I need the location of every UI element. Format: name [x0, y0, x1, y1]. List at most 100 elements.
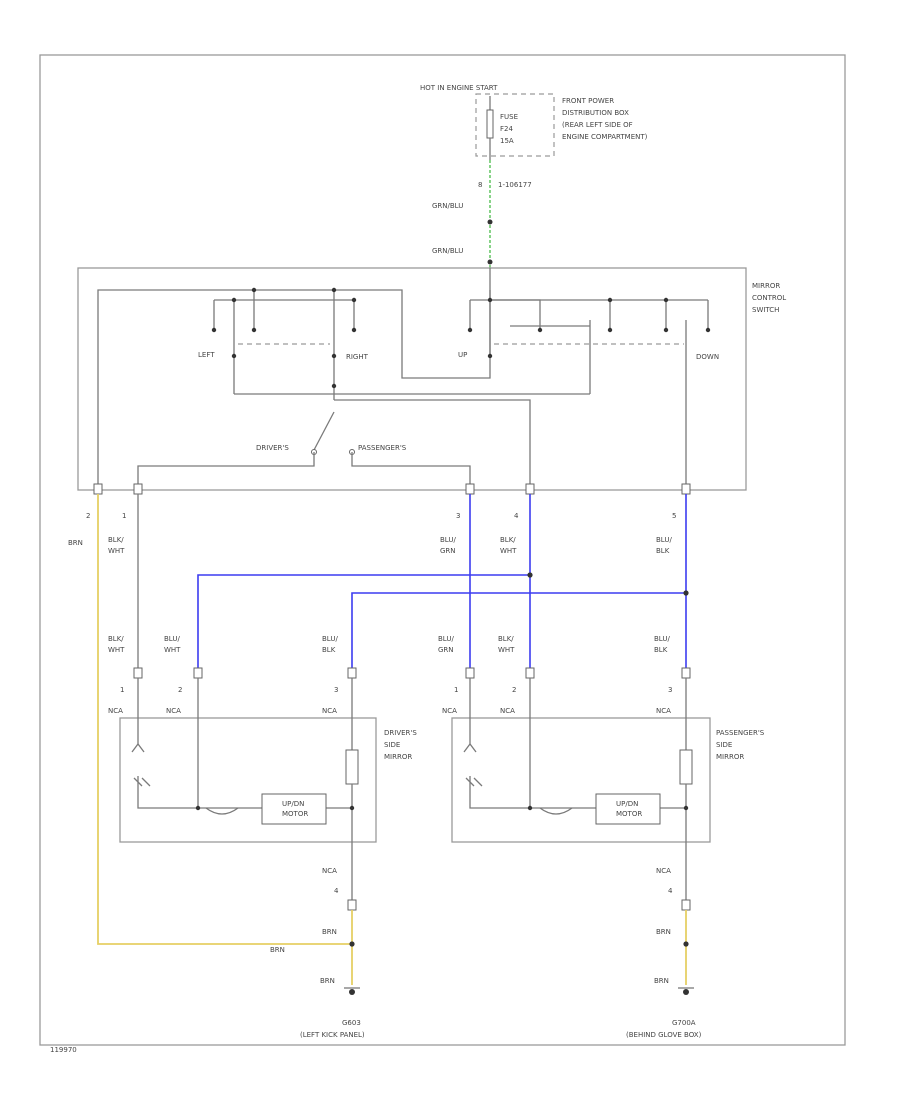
- dm-motor-box: [261, 793, 327, 825]
- dm-in1-pin: 1: [120, 686, 124, 694]
- pm-ground-conn: NCA: [656, 867, 671, 875]
- dm-heater-coil-icon: [345, 749, 359, 785]
- pm-heater-coil-icon: [679, 749, 693, 785]
- dm-in1-color-a: BLK/: [108, 635, 124, 643]
- dm-in3-color-b: BLK: [322, 646, 336, 654]
- dm-title-2: SIDE: [384, 741, 400, 749]
- ground-right-icon: [678, 987, 694, 995]
- output-color-4b: WHT: [500, 547, 517, 555]
- pm-ground-pin: 4: [668, 887, 673, 895]
- dm-in1-color-b: WHT: [108, 646, 125, 654]
- fuse-block: HOT IN ENGINE START FUSE F24 15A FRONT P…: [420, 84, 648, 189]
- pm-in2-pin: 2: [512, 686, 516, 694]
- dm-in2-color-b: WHT: [164, 646, 181, 654]
- dm-ground-pin: 4: [334, 887, 339, 895]
- fuse-icon: [486, 109, 494, 139]
- hot-label: HOT IN ENGINE START: [420, 84, 498, 92]
- dm-title-1: DRIVER'S: [384, 729, 417, 737]
- ground-right-loc: (BEHIND GLOVE BOX): [626, 1031, 702, 1039]
- output-color-1b: WHT: [108, 547, 125, 555]
- ground-right-id: G700A: [672, 1019, 696, 1027]
- dm-in2-conn: NCA: [166, 707, 181, 715]
- output-color-1a: BLK/: [108, 536, 124, 544]
- output-pin-3: 3: [456, 512, 460, 520]
- switch-right-label: RIGHT: [346, 353, 369, 361]
- fuse-location-3: (REAR LEFT SIDE OF: [562, 121, 633, 129]
- pm-motor-label-2: MOTOR: [616, 810, 642, 818]
- pm-lr-motor-icon: [465, 777, 483, 787]
- pm-motor-label-1: UP/DN: [616, 800, 638, 808]
- output-color-4a: BLK/: [500, 536, 516, 544]
- ground-right-color: BRN: [654, 977, 669, 985]
- output-pin-2: 2: [86, 512, 90, 520]
- pm-in3-color-a: BLU/: [654, 635, 670, 643]
- fuse-label: FUSE: [500, 113, 518, 121]
- fuse-box-outline: [475, 93, 555, 157]
- dm-in3-pin: 3: [334, 686, 338, 694]
- fuse-pin: 8: [478, 181, 482, 189]
- ground-left-color: BRN: [320, 977, 335, 985]
- dm-in2-pin: 2: [178, 686, 182, 694]
- selector-passengers-label: PASSENGER'S: [358, 444, 407, 452]
- dm-title-3: MIRROR: [384, 753, 412, 761]
- mirror-control-switch-box: [77, 267, 747, 491]
- fuse-connector: 1-106177: [498, 181, 532, 189]
- selector-blade: [313, 411, 335, 451]
- passenger-side-mirror: PASSENGER'S SIDE MIRROR UP/DN MOTOR: [451, 678, 765, 843]
- fuse-location-4: ENGINE COMPARTMENT): [562, 133, 648, 141]
- feed-wire-color-bottom: GRN/BLU: [432, 247, 463, 255]
- pm-in2-conn: NCA: [500, 707, 515, 715]
- brown-ground-wire: [97, 494, 352, 945]
- ground-left-icon: [344, 987, 360, 995]
- selector-drivers-label: DRIVER'S: [256, 444, 289, 452]
- pm-in3-pin: 3: [668, 686, 672, 694]
- switch-title-3: SWITCH: [752, 306, 779, 314]
- feed-wire-color-top: GRN/BLU: [432, 202, 463, 210]
- fuse-location-1: FRONT POWER: [562, 97, 614, 105]
- switch-title-2: CONTROL: [752, 294, 786, 302]
- pm-motor-box: [595, 793, 661, 825]
- switch-title-1: MIRROR: [752, 282, 780, 290]
- fuse-location-2: DISTRIBUTION BOX: [562, 109, 629, 117]
- pm-in1-pin: 1: [454, 686, 458, 694]
- ground-left-id: G603: [342, 1019, 361, 1027]
- pm-ground-color: BRN: [656, 928, 671, 936]
- dm-lamp-icon: [131, 742, 145, 753]
- dm-motor-label-1: UP/DN: [282, 800, 304, 808]
- dm-ground-conn: NCA: [322, 867, 337, 875]
- switch-left-label: LEFT: [198, 351, 215, 359]
- driver-side-mirror: DRIVER'S SIDE MIRROR UP/DN MOTOR: [119, 678, 417, 843]
- pm-title-2: SIDE: [716, 741, 732, 749]
- output-pin-5: 5: [672, 512, 676, 520]
- brn-join-label: BRN: [270, 946, 285, 954]
- output-pin-1: 1: [122, 512, 126, 520]
- pm-in1-conn: NCA: [442, 707, 457, 715]
- pm-lamp-icon: [463, 742, 477, 753]
- dm-in3-conn: NCA: [322, 707, 337, 715]
- switch-terminals: [93, 483, 691, 495]
- output-color-3b: GRN: [440, 547, 456, 555]
- output-color-2: BRN: [68, 539, 83, 547]
- figure-id: 119970: [50, 1046, 77, 1054]
- pm-in3-conn: NCA: [656, 707, 671, 715]
- mirror-input-terminals: [133, 667, 691, 679]
- output-color-3a: BLU/: [440, 536, 456, 544]
- pm-title-1: PASSENGER'S: [716, 729, 765, 737]
- fuse-amp: 15A: [500, 137, 514, 145]
- pm-in2-color-b: WHT: [498, 646, 515, 654]
- output-color-5b: BLK: [656, 547, 670, 555]
- pm-in2-color-a: BLK/: [498, 635, 514, 643]
- ground-left-loc: (LEFT KICK PANEL): [300, 1031, 365, 1039]
- diagram-frame: [39, 54, 846, 1046]
- dm-in2-color-a: BLU/: [164, 635, 180, 643]
- pm-title-3: MIRROR: [716, 753, 744, 761]
- pm-circuit-breaker-icon: [539, 807, 573, 815]
- pm-in1-color-a: BLU/: [438, 635, 454, 643]
- switch-down-label: DOWN: [696, 353, 719, 361]
- output-color-5a: BLU/: [656, 536, 672, 544]
- output-pin-4: 4: [514, 512, 519, 520]
- dm-motor-label-2: MOTOR: [282, 810, 308, 818]
- dm-in1-conn: NCA: [108, 707, 123, 715]
- dm-in3-color-a: BLU/: [322, 635, 338, 643]
